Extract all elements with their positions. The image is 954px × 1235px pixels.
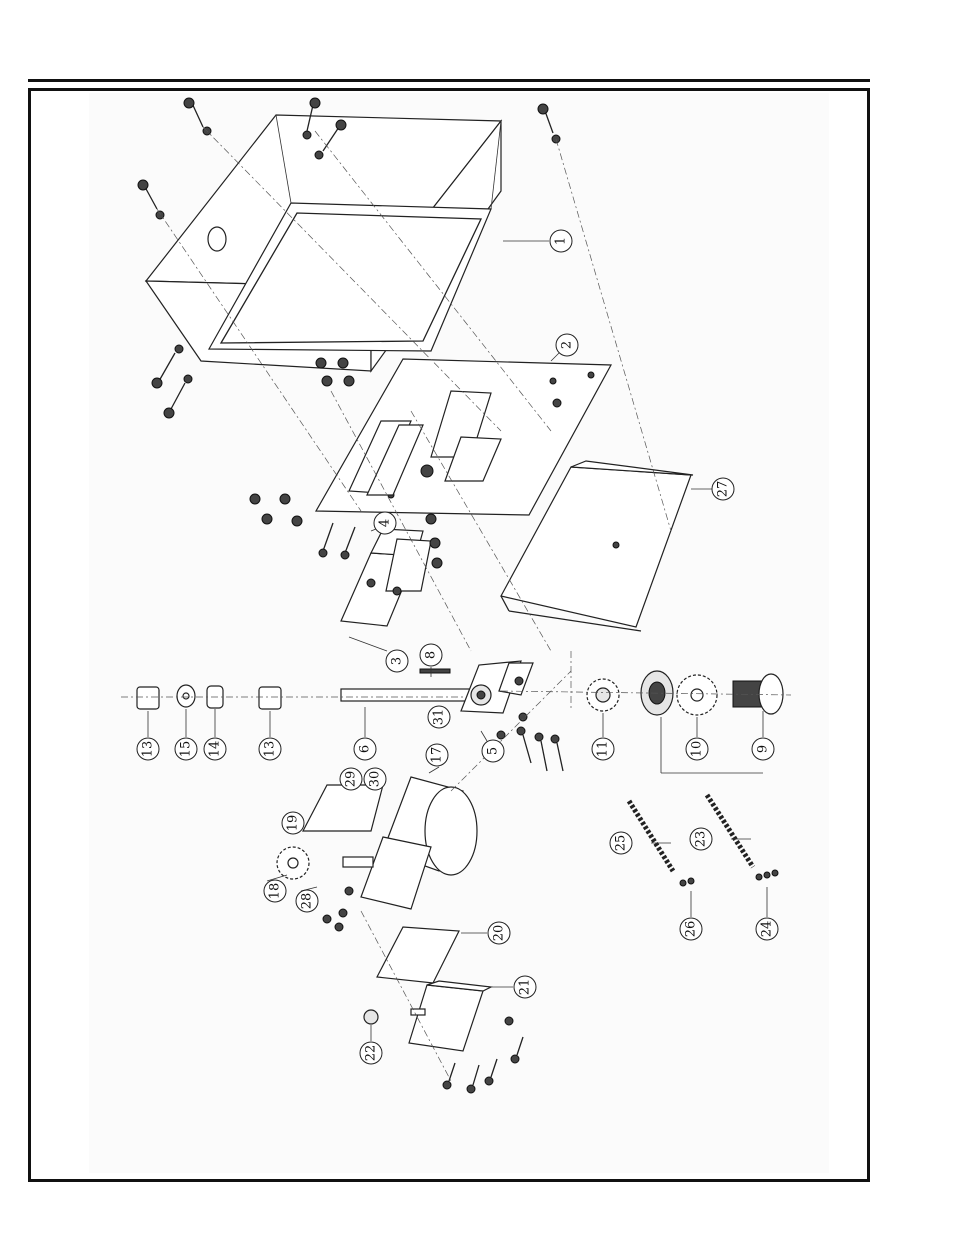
callout-label: 20 xyxy=(492,925,507,942)
callout-label: 6 xyxy=(358,745,373,753)
exploded-parts-diagram: 1 2 27 4 3 8 31 5 6 13 15 14 13 11 10 9 17 29 30 19 18 28 20 21… xyxy=(31,91,867,1179)
callout-label: 13 xyxy=(141,741,156,758)
callout-8: 8 xyxy=(420,644,442,666)
callout-label: 17 xyxy=(430,747,445,764)
callout-label: 25 xyxy=(614,835,629,852)
callout-label: 24 xyxy=(760,921,775,938)
callout-24: 24 xyxy=(756,918,778,940)
callout-label: 1 xyxy=(554,237,569,245)
callout-label: 21 xyxy=(518,979,533,996)
callout-13: 13 xyxy=(137,738,159,760)
callout-label: 8 xyxy=(424,651,439,659)
callout-19: 19 xyxy=(282,812,304,834)
callout-18: 18 xyxy=(264,880,286,902)
callout-label: 4 xyxy=(378,519,393,527)
callout-label: 30 xyxy=(368,771,383,788)
callout-17: 17 xyxy=(426,744,448,766)
callout-9: 9 xyxy=(752,738,774,760)
callout-20: 20 xyxy=(488,922,510,944)
callout-23: 23 xyxy=(690,828,712,850)
callout-label: 19 xyxy=(286,815,301,832)
callout-30: 30 xyxy=(364,768,386,790)
callout-21: 21 xyxy=(514,976,536,998)
callout-label: 13 xyxy=(263,741,278,758)
callout-label: 2 xyxy=(560,341,575,349)
callout-label: 29 xyxy=(344,771,359,788)
callout-label: 15 xyxy=(179,741,194,758)
callout-label: 22 xyxy=(364,1045,379,1062)
callout-14: 14 xyxy=(204,738,226,760)
callout-5: 5 xyxy=(482,740,504,762)
callout-label: 27 xyxy=(716,481,731,498)
callout-13: 13 xyxy=(259,738,281,760)
callout-25: 25 xyxy=(610,832,632,854)
callout-15: 15 xyxy=(175,738,197,760)
callout-label: 14 xyxy=(208,741,223,758)
callout-label: 11 xyxy=(596,741,611,758)
callout-10: 10 xyxy=(686,738,708,760)
callout-26: 26 xyxy=(680,918,702,940)
callout-label: 28 xyxy=(300,893,315,910)
callout-27: 27 xyxy=(712,478,734,500)
callout-label: 26 xyxy=(684,921,699,938)
callout-label: 5 xyxy=(486,747,501,755)
callout-label: 23 xyxy=(694,831,709,848)
callout-label: 31 xyxy=(432,709,447,726)
callout-label: 18 xyxy=(268,883,283,900)
callout-3: 3 xyxy=(386,650,408,672)
callout-6: 6 xyxy=(354,738,376,760)
callout-22: 22 xyxy=(360,1042,382,1064)
callout-label: 9 xyxy=(756,745,771,753)
header-rule xyxy=(28,79,870,82)
callout-29: 29 xyxy=(340,768,362,790)
callout-2: 2 xyxy=(556,334,578,356)
callout-1: 1 xyxy=(550,230,572,252)
callout-11: 11 xyxy=(592,738,614,760)
callout-31: 31 xyxy=(428,706,450,728)
callout-label: 3 xyxy=(390,657,405,665)
callout-4: 4 xyxy=(374,512,396,534)
callout-28: 28 xyxy=(296,890,318,912)
callout-label: 10 xyxy=(690,741,705,758)
